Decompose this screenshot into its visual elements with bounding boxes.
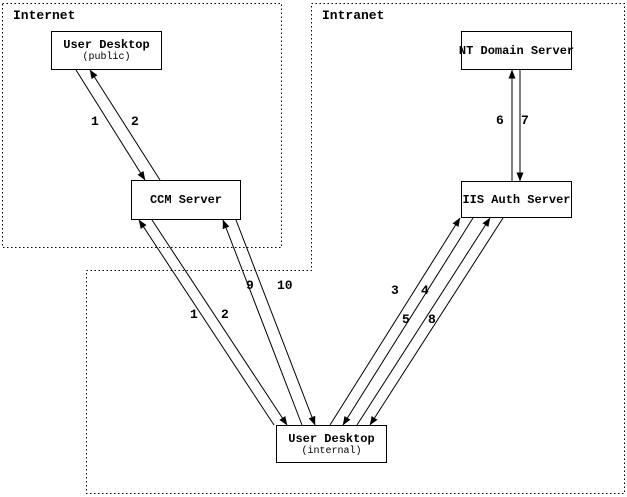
node-title: IIS Auth Server [462, 192, 571, 207]
node-ccm-server: CCM Server [131, 180, 241, 220]
edge-1-public-line [75, 69, 146, 181]
node-title: User Desktop [63, 38, 150, 52]
node-title: User Desktop [288, 431, 375, 446]
edge-label-2-public: 2 [131, 114, 139, 129]
edge-8-line [369, 217, 504, 426]
edge-label-1-internal: 1 [190, 307, 198, 322]
edge-label-3: 3 [391, 283, 399, 298]
node-subtitle: (internal) [301, 445, 362, 457]
node-iis-auth-server: IIS Auth Server [461, 181, 572, 218]
node-title: CCM Server [149, 193, 222, 207]
edge-label-8: 8 [428, 312, 436, 327]
edge-3-line [329, 217, 461, 426]
intranet-zone-border [86, 3, 625, 494]
node-nt-domain-server: NT Domain Server [458, 31, 575, 70]
edge-2-public-line [89, 69, 161, 181]
edge-label-6: 6 [496, 113, 504, 128]
edge-label-10: 10 [277, 278, 293, 293]
edge-9-line [222, 219, 303, 426]
edge-label-1-public: 1 [91, 114, 99, 129]
node-title: NT Domain Server [458, 43, 575, 58]
edge-label-7: 7 [521, 113, 529, 128]
edge-label-9: 9 [246, 278, 254, 293]
edge-2-internal-line [151, 219, 288, 426]
internet-zone-label: Internet [12, 8, 77, 23]
node-subtitle: (public) [82, 52, 131, 63]
edge-label-4: 4 [421, 283, 429, 298]
node-user-desktop-internal: User Desktop (internal) [276, 425, 387, 463]
edge-5-line [356, 217, 491, 426]
intranet-zone-label: Intranet [321, 8, 386, 23]
internet-zone-border [2, 3, 282, 248]
edge-1-internal-line [138, 219, 275, 426]
edge-10-line [235, 219, 316, 426]
node-user-desktop-public: User Desktop (public) [51, 31, 162, 70]
edge-label-2-internal: 2 [221, 307, 229, 322]
edge-label-5: 5 [402, 312, 410, 327]
edge-4-line [342, 217, 474, 426]
